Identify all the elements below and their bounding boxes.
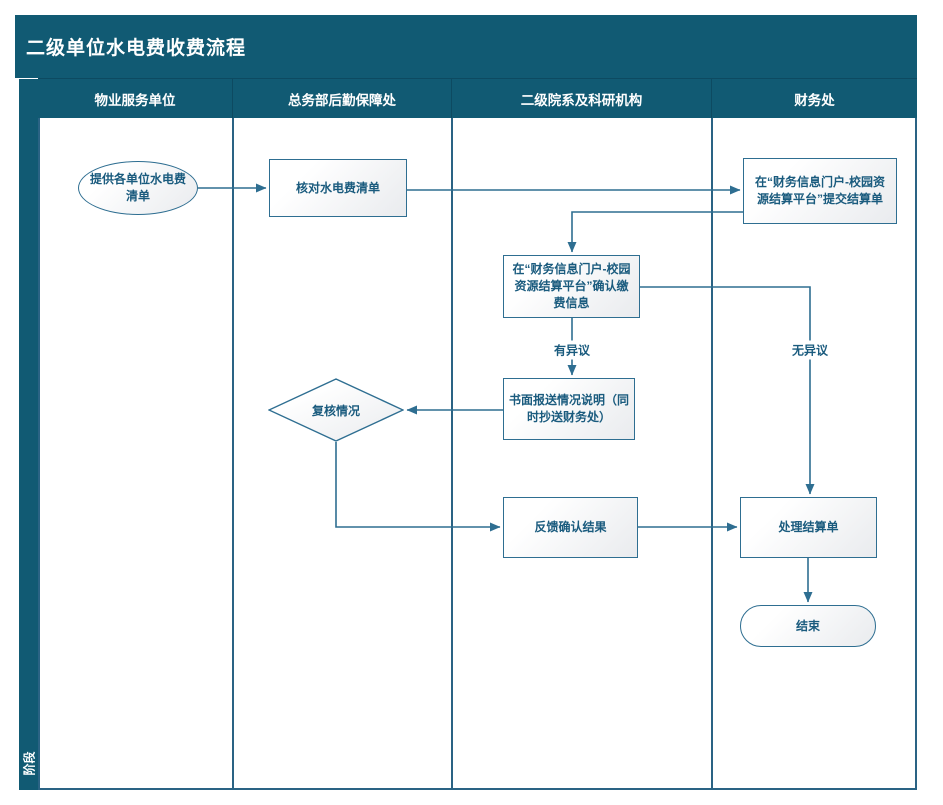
lane-header-property-service: 物业服务单位: [38, 79, 232, 118]
node-check-utility-bill: 核对水电费清单: [269, 159, 407, 217]
node-written-report: 书面报送情况说明（同时抄送财务处）: [503, 378, 635, 440]
lane-header-departments: 二级院系及科研机构: [452, 79, 711, 118]
lane-separator-3: [711, 118, 713, 790]
diagram-title: 二级单位水电费收费流程: [26, 38, 247, 59]
diamond-shape: [268, 378, 404, 442]
node-confirm-payment-info: 在“财务信息门户-校园资源结算平台”确认缴费信息: [503, 255, 640, 318]
edge-label-dispute: 有异议: [549, 340, 595, 360]
lane-separator-2: [451, 118, 453, 790]
phase-strip-label: 阶段: [22, 750, 37, 776]
node-end: 结束: [740, 605, 876, 647]
node-submit-settlement: 在“财务信息门户-校园资源结算平台”提交结算单: [743, 158, 897, 224]
node-review-label: 复核情况: [311, 403, 360, 418]
lane-header-finance: 财务处: [712, 79, 917, 118]
lane-separator-1: [232, 118, 234, 790]
diagram-title-band: 二级单位水电费收费流程: [15, 15, 917, 78]
node-feedback-result: 反馈确认结果: [503, 497, 638, 558]
node-review-decision: 复核情况: [268, 378, 404, 442]
node-start-provide-bill: 提供各单位水电费清单: [78, 161, 198, 215]
lane-header-logistics: 总务部后勤保障处: [233, 79, 451, 118]
node-process-settlement: 处理结算单: [740, 497, 877, 558]
phase-strip: [19, 79, 38, 790]
edge-label-no-dispute: 无异议: [787, 340, 833, 360]
swimlane-header-row: 物业服务单位 总务部后勤保障处 二级院系及科研机构 财务处: [38, 78, 917, 118]
